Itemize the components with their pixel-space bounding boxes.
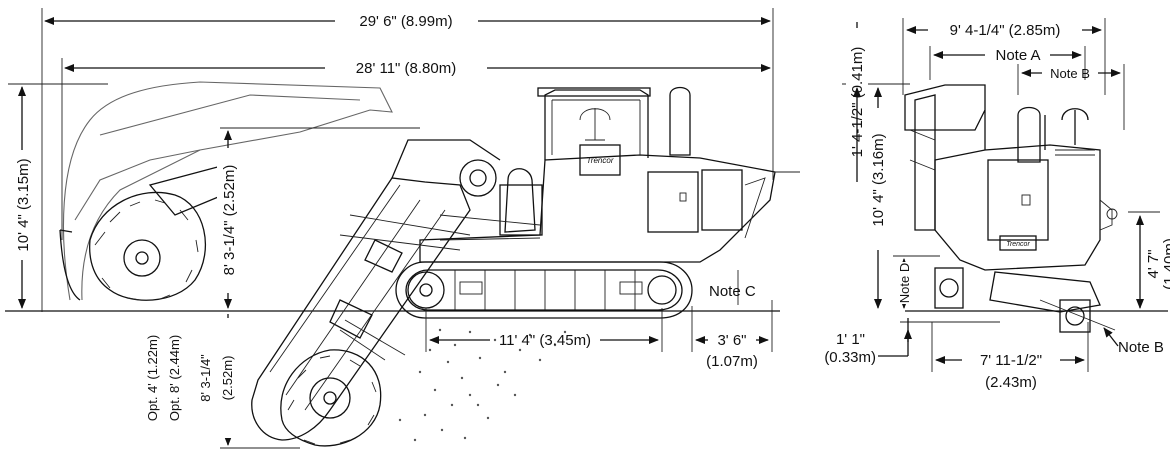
rear-overall-height: 10' 4" (3.16m) — [870, 133, 887, 226]
spoil-pile — [398, 328, 567, 442]
side-overall-length: 29' 6" (8.99m) — [359, 13, 452, 30]
rear-side-height: 4' 7" — [1145, 249, 1162, 278]
side-boom-height: 8' 3-1/4" (2.52m) — [221, 165, 238, 276]
track-width-metric: (2.43m) — [985, 374, 1037, 391]
note-b-bottom: Note B — [1118, 339, 1164, 356]
machine-body: Trencor — [419, 86, 800, 263]
rear-overall-width: 9' 4-1/4" (2.85m) — [950, 22, 1061, 39]
dig-depth-standard: 8' 3-1/4" — [198, 354, 213, 402]
rear-logo: Trencor — [1006, 241, 1030, 248]
ground-clearance-metric: (0.33m) — [824, 349, 876, 366]
digging-boom — [251, 139, 501, 447]
dig-depth-opt-8: Opt. 8' (2.44m) — [167, 335, 182, 421]
side-overall-height: 10' 4" (3.15m) — [15, 158, 32, 251]
rear-overhang-metric: (1.07m) — [706, 353, 758, 370]
note-d: Note D — [897, 263, 912, 303]
dig-depth-opt-4: Opt. 4' (1.22m) — [145, 335, 160, 421]
side-length-to-boom: 28' 11" (8.80m) — [356, 60, 456, 77]
ground-clearance: 1' 1" — [836, 331, 865, 348]
track-width: 7' 11-1/2" — [980, 352, 1042, 369]
dig-depth-standard-metric: (2.52m) — [220, 356, 235, 401]
track-length: 11' 4" (3.45m) — [499, 332, 591, 349]
rear-side-height-metric: (1.40m) — [1161, 238, 1170, 290]
note-b-top: Note B — [1050, 66, 1090, 81]
note-c: Note C — [709, 283, 756, 300]
crawler-track — [395, 261, 693, 319]
rear-overhang: 3' 6" — [717, 332, 746, 349]
note-a: Note A — [995, 47, 1040, 64]
rear-machine-body: Trencor — [904, 84, 1118, 333]
side-view: 29' 6" (8.99m) 28' 11" (8.80m) 10' 4" (3… — [5, 8, 800, 449]
side-logo: Trencor — [587, 156, 614, 165]
rear-view: 9' 4-1/4" (2.85m) Note A Note B 1' 4-1/2… — [824, 18, 1170, 391]
